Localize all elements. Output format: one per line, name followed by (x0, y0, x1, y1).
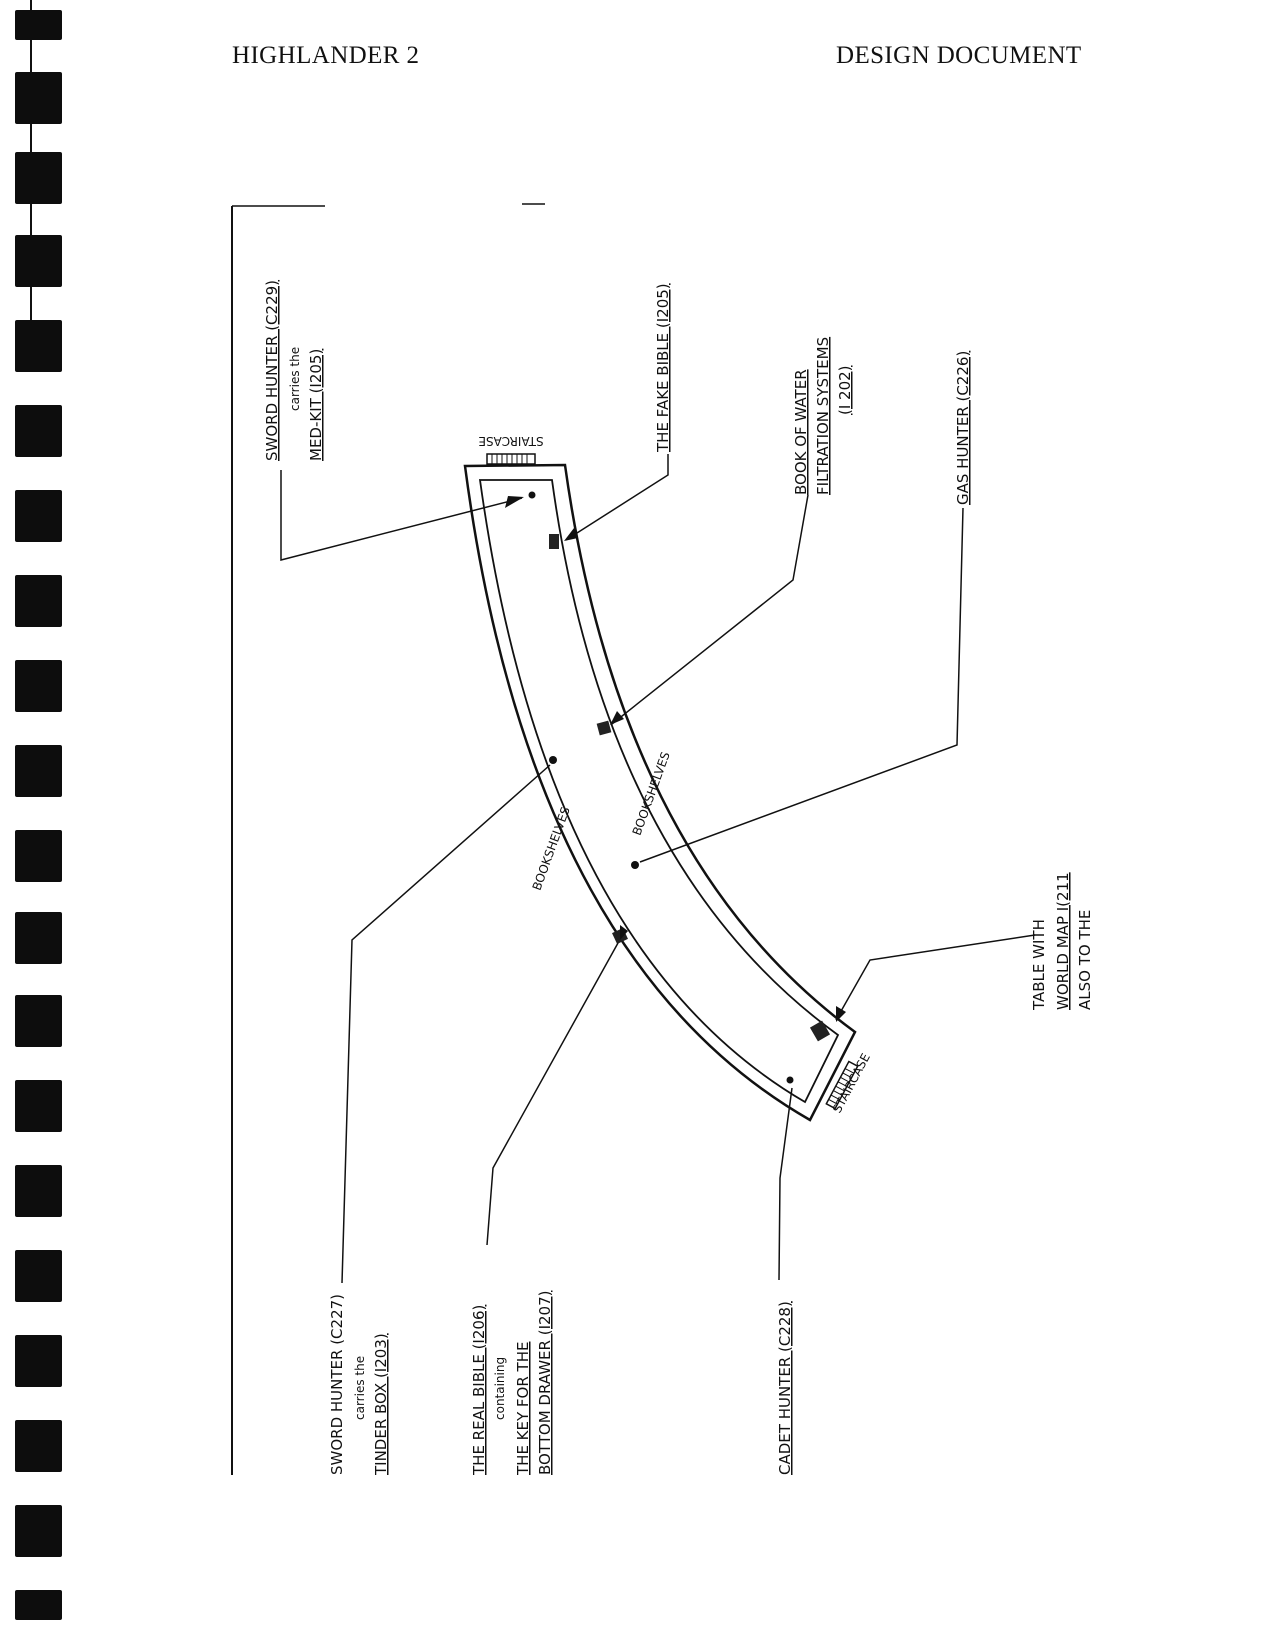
corridor-inner-wall (478, 479, 840, 1104)
binder-hole (15, 152, 62, 204)
label-line: carries the (353, 1356, 367, 1420)
label-line: CADET HUNTER (C228) (776, 1301, 794, 1475)
binder-hole (15, 660, 62, 712)
label-line: SWORD HUNTER (C227) (328, 1294, 346, 1475)
leader-arrowheads (505, 496, 846, 1022)
label-table-map: TABLE WITH WORLD MAP I(211 ALSO TO THE (1030, 872, 1094, 1011)
header-title: HIGHLANDER 2 (232, 42, 420, 69)
fake-bible-marker (549, 534, 559, 549)
label-line: carries the (288, 347, 302, 411)
label-real-bible: THE REAL BIBLE (I206) containing THE KEY… (470, 1291, 554, 1476)
label-sword-hunter-bottom: SWORD HUNTER (C227) carries the TINDER B… (328, 1294, 390, 1476)
binder-hole (15, 490, 62, 542)
binder-hole (15, 1080, 62, 1132)
staircase-bottom-label: STAIRCASE (830, 1051, 873, 1115)
binding-strip (0, 0, 90, 1650)
leader-fake-bible (565, 454, 669, 541)
leader-water-book (611, 494, 809, 725)
label-line: BOTTOM DRAWER (I207) (536, 1291, 554, 1475)
label-line: TINDER BOX (I203) (372, 1333, 390, 1476)
label-line: THE KEY FOR THE (514, 1342, 532, 1476)
cadet-hunter-marker (786, 1076, 794, 1084)
binder-hole (15, 405, 62, 457)
label-gas-hunter: GAS HUNTER (C226) (954, 351, 972, 505)
leader-cadet-hunter (778, 1087, 793, 1281)
staircase-top-steps (491, 454, 528, 464)
binder-hole (15, 912, 62, 964)
leader-sword-hunter-bottom (341, 764, 551, 1284)
label-line: THE REAL BIBLE (I206) (470, 1305, 488, 1476)
binder-hole (15, 575, 62, 627)
leader-gas-hunter (639, 507, 964, 863)
label-water-book: BOOK OF WATER FILTRATION SYSTEMS (I 202) (792, 337, 854, 495)
binder-hole (15, 1505, 62, 1557)
label-fake-bible: THE FAKE BIBLE (I205) (654, 283, 672, 453)
label-line: ALSO TO THE (1076, 910, 1094, 1010)
label-line: MED-KIT (I205) (307, 349, 325, 461)
header-doc-type: DESIGN DOCUMENT (836, 42, 1082, 69)
label-line: BOOK OF WATER (792, 369, 810, 495)
corridor-outer-wall (463, 463, 857, 1122)
gas-hunter-marker (631, 861, 639, 869)
binder-hole (15, 72, 62, 124)
leader-lines (280, 454, 1036, 1284)
label-line: containing (493, 1357, 507, 1420)
staircase-top-symbol (486, 453, 536, 465)
label-line: THE FAKE BIBLE (I205) (654, 283, 672, 453)
binder-hole (15, 10, 62, 40)
label-line: WORLD MAP I(211 (1054, 872, 1072, 1010)
staircase-bottom-symbol (825, 1060, 859, 1110)
label-line: GAS HUNTER (C226) (954, 351, 972, 505)
label-sword-hunter-top: SWORD HUNTER (C229) carries the MED-KIT … (263, 280, 325, 461)
staircase-top-label: STAIRCASE (478, 434, 543, 448)
leader-table-map (835, 934, 1036, 1021)
binder-hole (15, 235, 62, 287)
binder-hole (15, 830, 62, 882)
sword-hunter-bottom-marker (549, 756, 557, 764)
binder-hole (15, 995, 62, 1047)
leader-real-bible (486, 942, 619, 1246)
bookshelves-upper-label: BOOKSHELVES (630, 750, 673, 837)
label-line: SWORD HUNTER (C229) (263, 280, 281, 461)
label-line: TABLE WITH (1030, 919, 1048, 1011)
sword-hunter-top-marker (528, 491, 536, 499)
binder-hole (15, 1250, 62, 1302)
bookshelves-lower-label: BOOKSHELVES (530, 805, 573, 892)
water-book-marker (596, 720, 612, 736)
label-line: FILTRATION SYSTEMS (814, 337, 832, 495)
binder-hole (15, 1590, 62, 1620)
binder-hole (15, 320, 62, 372)
table-map-marker (809, 1020, 831, 1042)
binder-hole (15, 1165, 62, 1217)
label-cadet-hunter: CADET HUNTER (C228) (776, 1301, 794, 1475)
label-line: (I 202) (836, 365, 854, 415)
binder-hole (15, 1420, 62, 1472)
leader-sword-hunter-top (280, 470, 523, 561)
binder-hole (15, 745, 62, 797)
binder-hole (15, 1335, 62, 1387)
